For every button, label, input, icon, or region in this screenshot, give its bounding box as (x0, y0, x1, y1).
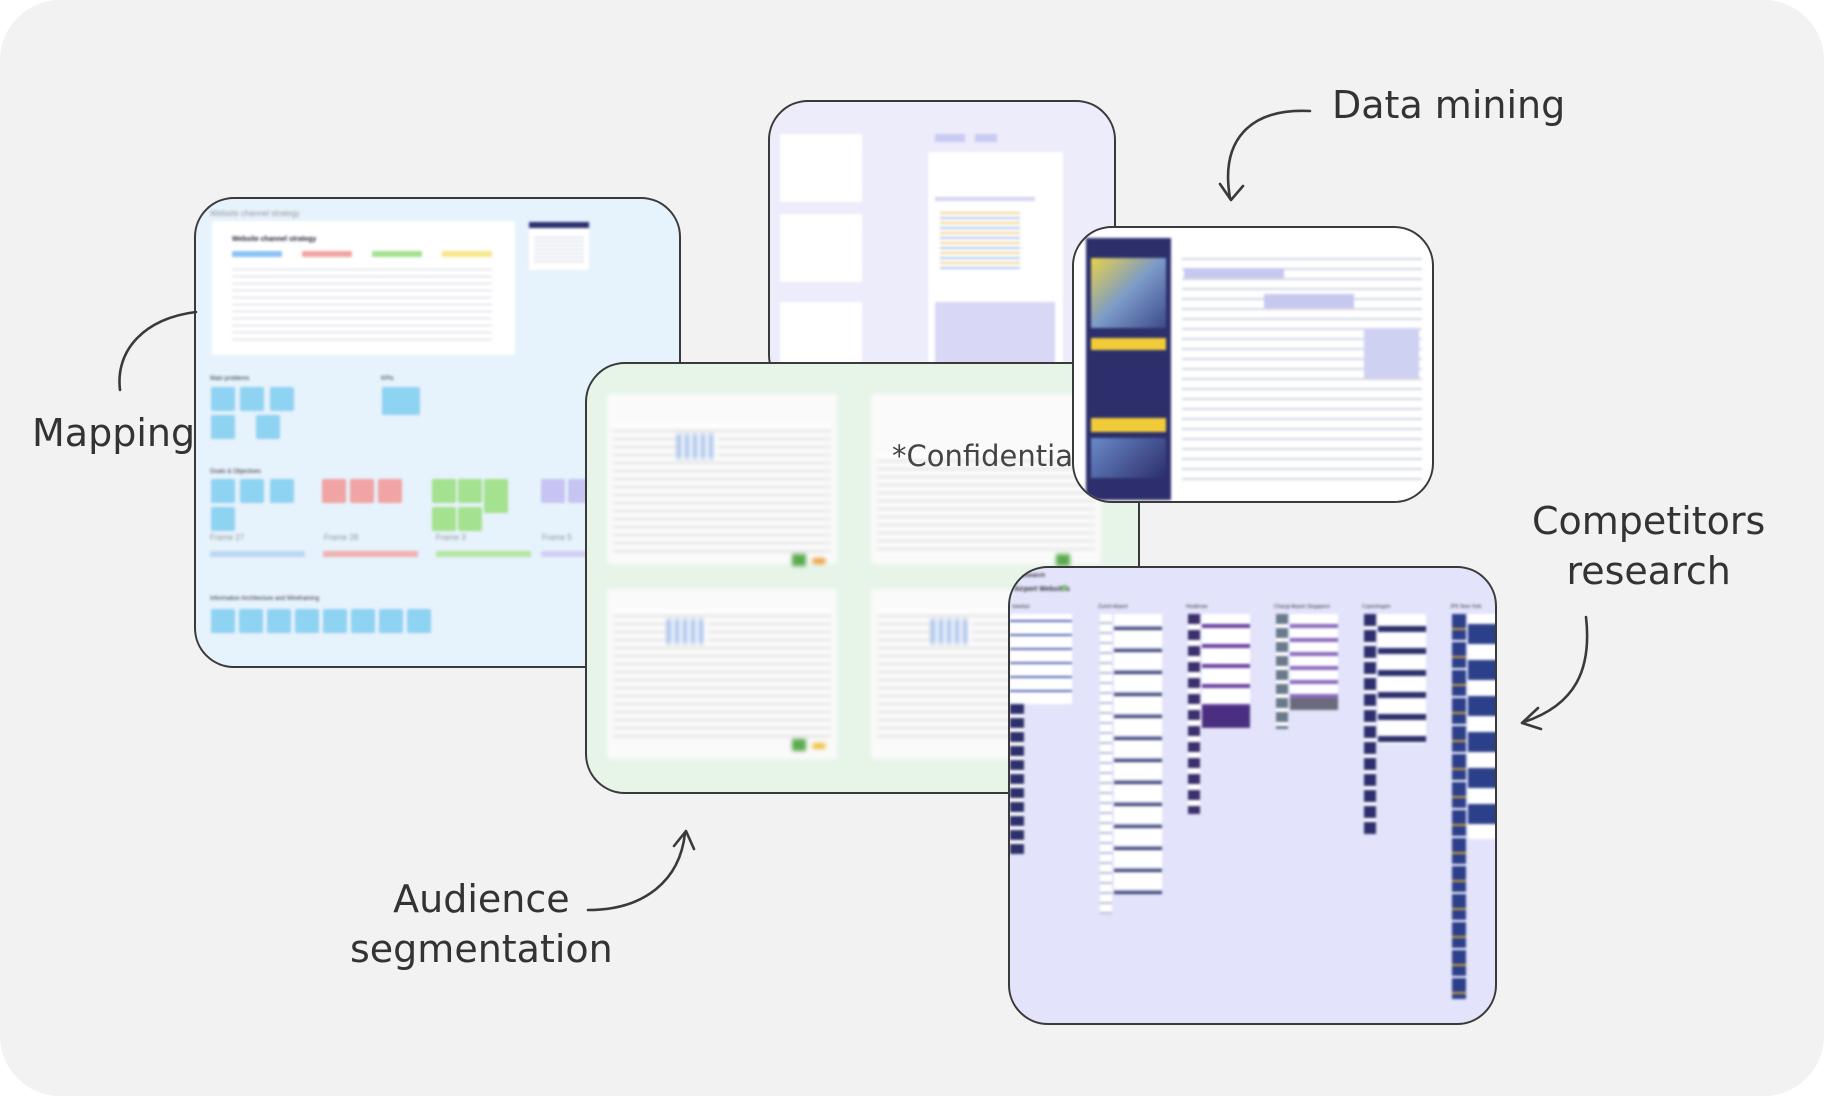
competitors-callout-line-1: Competitors (1532, 499, 1766, 543)
competitor-label-3: Heathrow (1186, 604, 1208, 610)
kpis-label: KPIs (381, 376, 394, 382)
goals-label: Goals & Objectives (210, 469, 262, 475)
mapping-doc-title: Website channel strategy (232, 236, 317, 243)
competitors-header: Research (1018, 573, 1046, 579)
audience-segmentation-callout: Audience segmentation (350, 874, 613, 974)
data-mining-callout: Data mining (1332, 83, 1566, 127)
frame-label-2: Frame 28 (324, 533, 359, 542)
frame-label-4: Frame 5 (542, 533, 572, 542)
main-problems-label: Main problems (210, 376, 250, 382)
mapping-frame-title: Website channel strategy (210, 209, 300, 218)
competitors-callout-line-2: research (1566, 549, 1731, 593)
frame-label-3: Frame 3 (436, 533, 466, 542)
competitors-research-card: Research Airport Websites Istanbul Zuric… (1008, 566, 1497, 1025)
competitors-research-callout: Competitors research (1532, 496, 1765, 596)
competitor-label-6: JFK New York (1450, 604, 1482, 610)
audience-callout-line-2: segmentation (350, 927, 613, 971)
ia-label: Information Architecture and Wireframing (210, 596, 320, 602)
mapping-callout: Mapping (32, 411, 196, 455)
audience-callout-line-1: Audience (393, 877, 570, 921)
competitor-label-4: Changi Airport Singapore (1274, 604, 1330, 610)
data-mining-card (1072, 226, 1434, 503)
frame-label-1: Frame 27 (210, 533, 245, 542)
competitor-label-1: Istanbul (1012, 604, 1030, 610)
competitor-label-5: Copenhagen (1362, 604, 1391, 610)
competitor-label-2: Zurich Airport (1098, 604, 1128, 610)
confidential-label: *Confidential (892, 439, 1082, 473)
data-mining-back-card (768, 100, 1116, 395)
competitors-board-title: Airport Websites (1014, 586, 1070, 593)
